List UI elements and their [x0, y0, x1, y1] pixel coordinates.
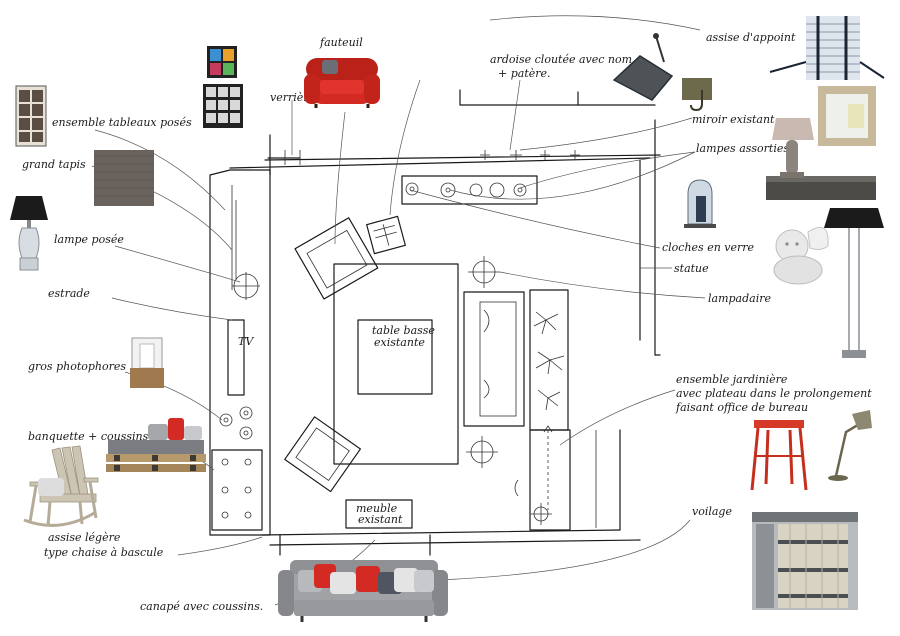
floor-plan-sketch: TV table basse existante [209, 89, 661, 556]
label-ensemble-tableaux: ensemble tableaux posés [52, 116, 192, 129]
red-stool-photo [750, 420, 808, 491]
slate-board-photo [612, 33, 674, 101]
rug-photo [94, 150, 154, 206]
label-gros-photophores: gros photophores [28, 360, 126, 373]
frames-photo [15, 46, 243, 147]
annotations: fauteuil verrière ardoise cloutée avec n… [22, 31, 872, 613]
label-jardiniere-3: faisant office de bureau [675, 401, 808, 414]
label-jardiniere-1: ensemble jardinière [676, 373, 788, 386]
label-jardiniere-2: avec plateau dans le prolongement [676, 387, 872, 400]
armchair-photo [304, 58, 380, 108]
meuble-label-2: existant [358, 513, 403, 526]
label-estrade: estrade [48, 287, 90, 300]
lamp-photo [766, 118, 876, 200]
label-lampe-posee: lampe posée [54, 233, 124, 246]
sofa-photo [278, 560, 448, 622]
label-lampadaire: lampadaire [708, 292, 771, 305]
table-basse-label-1: table basse [372, 324, 435, 337]
label-assise-appoint: assise d'appoint [706, 31, 796, 44]
table-basse-label-2: existante [374, 336, 425, 349]
rocking-chair-photo [23, 445, 99, 527]
floor-lamp-photo [824, 208, 884, 358]
label-cloches: cloches en verre [662, 241, 755, 254]
label-grand-tapis: grand tapis [22, 158, 86, 171]
curtain-photo [752, 512, 858, 610]
leader-lines [91, 15, 706, 606]
label-chaise-bascule: type chaise à bascule [44, 546, 164, 559]
label-ardoise: ardoise cloutée avec nom [490, 53, 632, 66]
desk-lamp-photo [828, 410, 872, 481]
hook-photo [682, 78, 712, 112]
label-fauteuil: fauteuil [319, 36, 363, 49]
bell-jar-photo [684, 179, 716, 228]
label-miroir: miroir existant [692, 113, 775, 126]
table-lamp-photo [10, 196, 48, 271]
tv-label: TV [238, 335, 254, 348]
label-statue: statue [674, 262, 709, 275]
label-assise-legere: assise légère [48, 531, 121, 544]
label-lampes-assorties: lampes assorties [696, 142, 789, 155]
magazine-stool-photo [769, 16, 885, 80]
bench-photo [106, 418, 206, 472]
photophore-photo [130, 337, 164, 388]
label-voilage: voilage [692, 505, 732, 518]
mirror-photo [818, 86, 876, 146]
angel-statue-photo [773, 226, 829, 285]
label-canape: canapé avec coussins. [140, 600, 263, 613]
label-ardoise-2: + patère. [498, 67, 551, 80]
meuble-label-1: meuble [356, 502, 398, 515]
label-banquette: banquette + coussins [28, 430, 149, 443]
